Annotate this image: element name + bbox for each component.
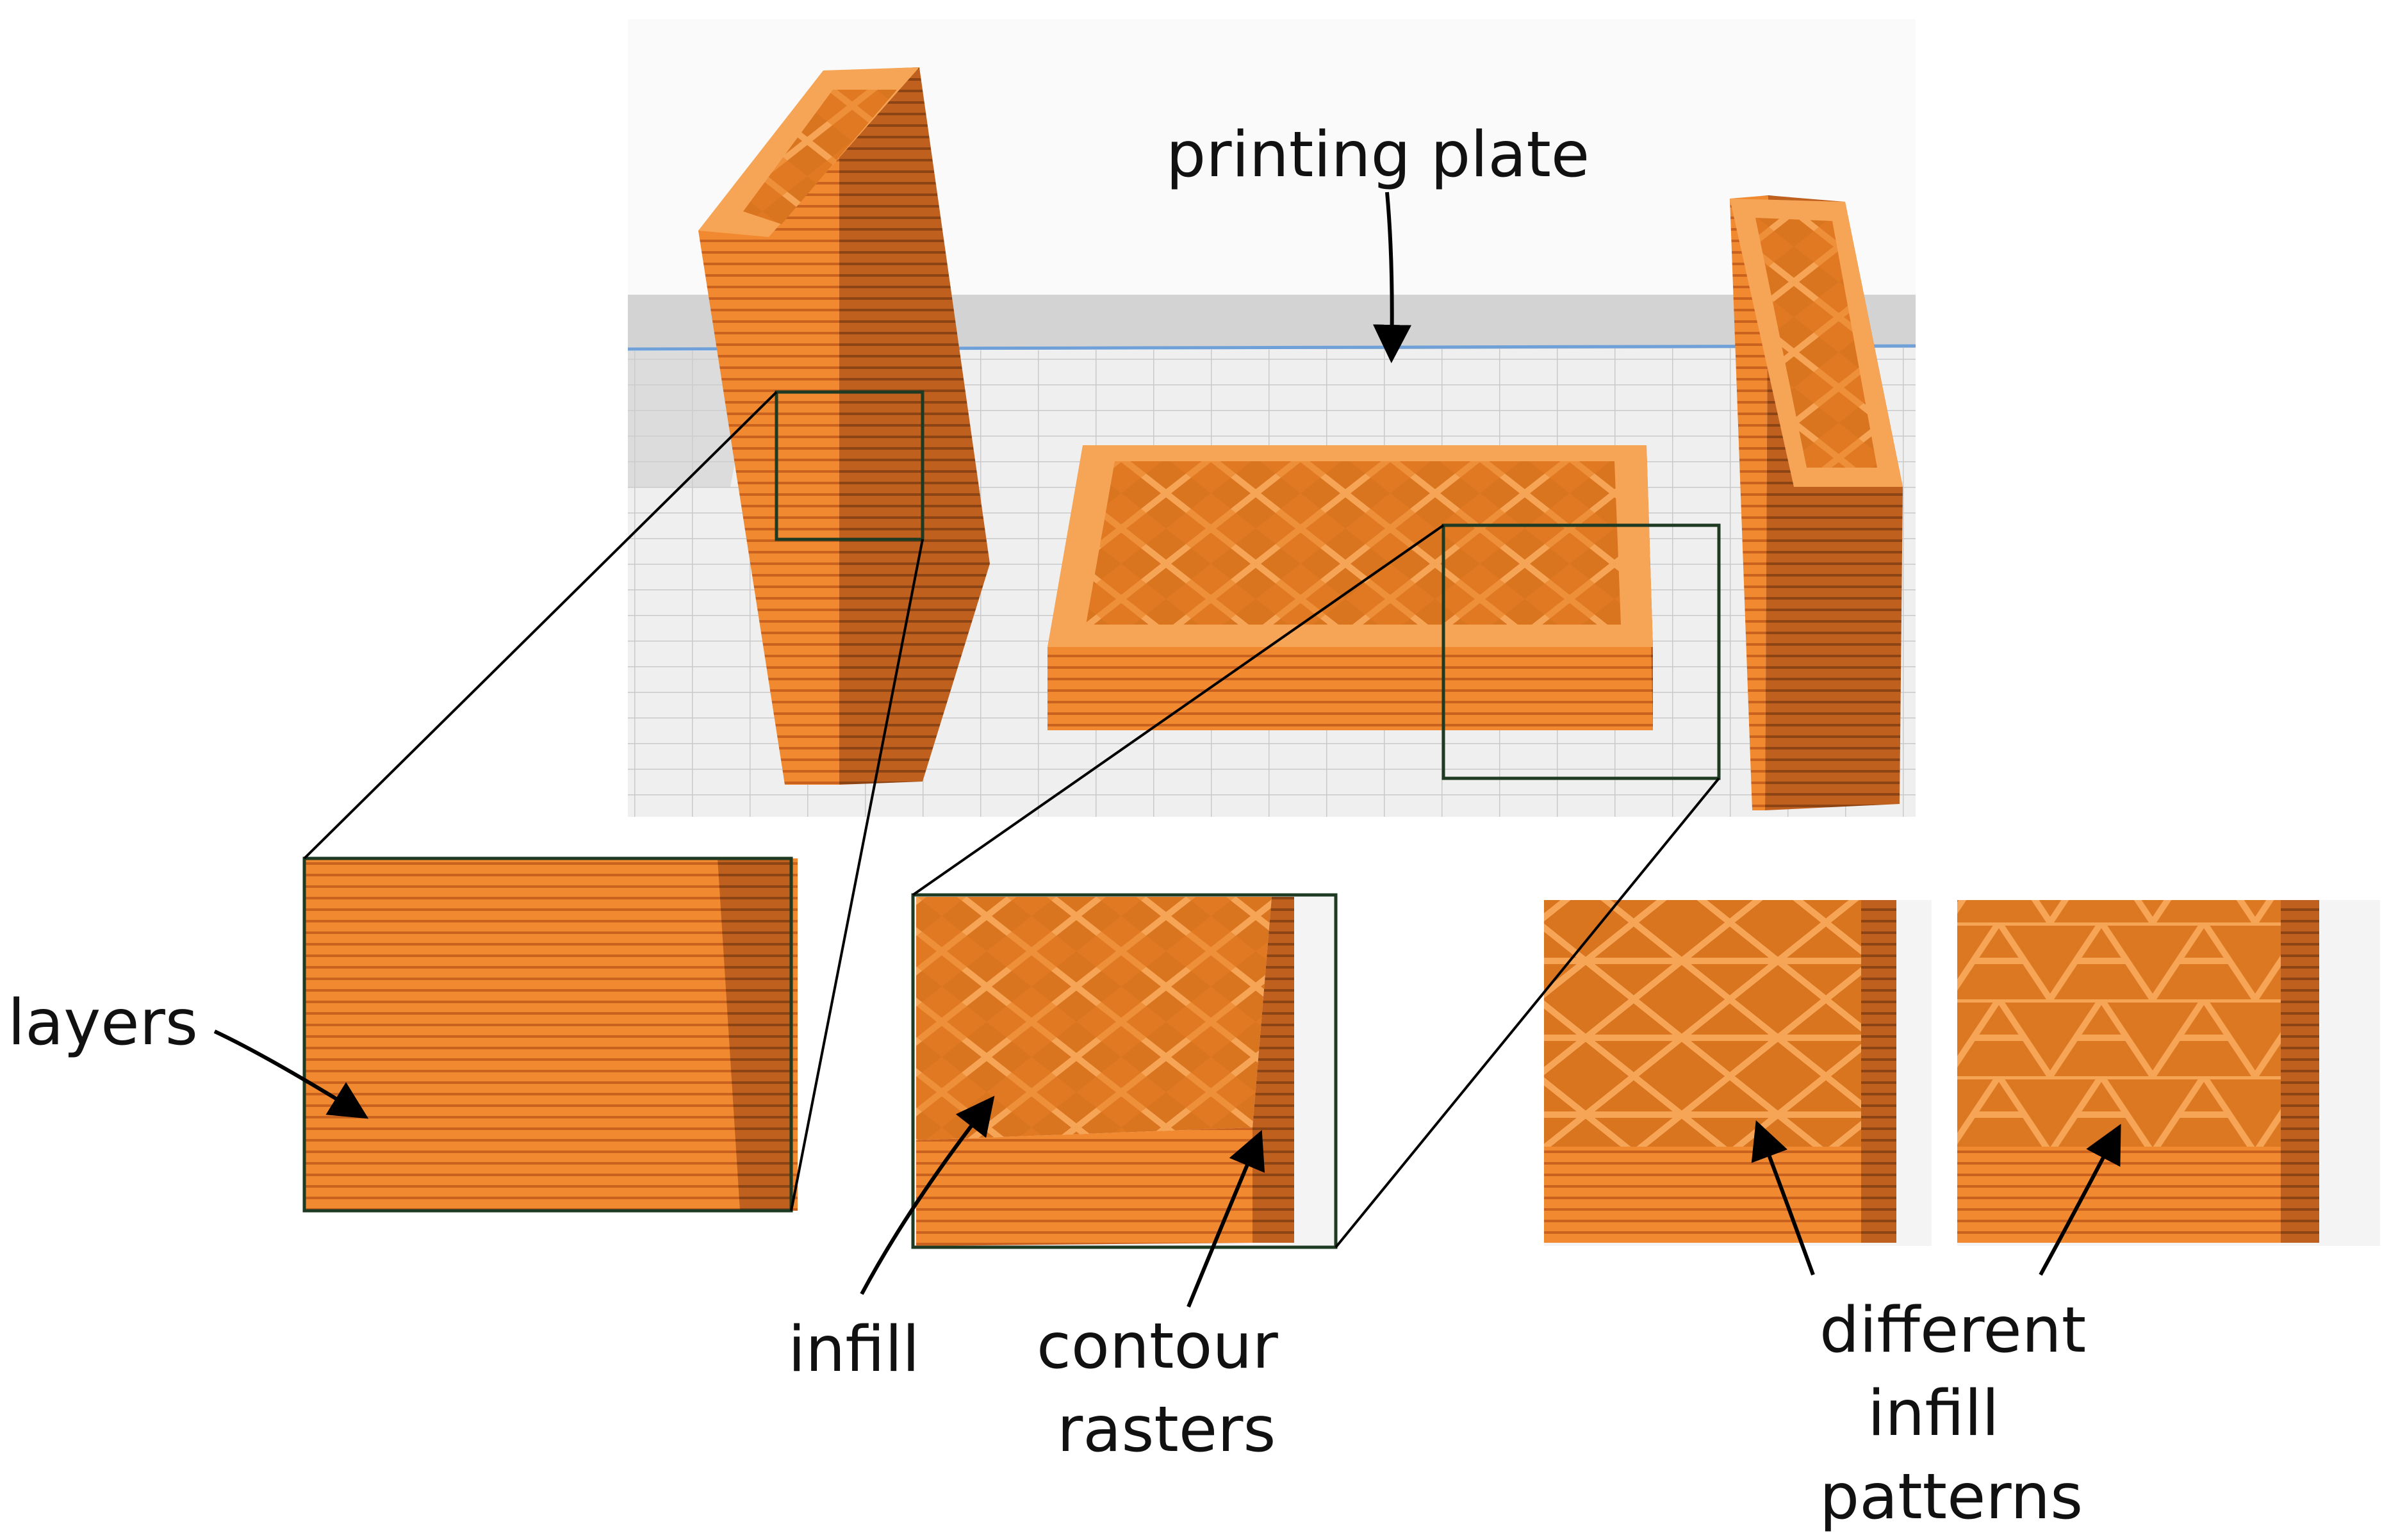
label-different-line3: patterns — [1819, 1461, 2083, 1534]
label-different-line2: infill — [1868, 1377, 2000, 1450]
inset-pattern-b-contour-front — [1957, 1147, 2281, 1243]
inset-pattern-a-contour-right — [1861, 900, 1896, 1243]
inset-infill-contour — [913, 895, 1336, 1247]
inset-pattern-b — [1957, 900, 2380, 1246]
inset-infill-grid — [916, 897, 1272, 1140]
label-layers: layers — [8, 987, 198, 1060]
label-contour-rasters-line1: contour — [1037, 1310, 1278, 1383]
inset-pattern-b-infill — [1957, 900, 2281, 1147]
label-contour-rasters-line2: rasters — [1057, 1393, 1276, 1466]
label-printing-plate: printing plate — [1166, 119, 1589, 192]
inset-pattern-b-contour-right — [2281, 900, 2319, 1243]
inset-layers — [304, 858, 798, 1211]
label-different-line1: different — [1819, 1294, 2086, 1367]
center-tray-infill — [1086, 461, 1621, 625]
label-infill: infill — [788, 1313, 920, 1386]
center-tray-part — [1047, 445, 1653, 730]
inset-pattern-a-infill — [1544, 900, 1861, 1147]
center-tray-front — [1047, 647, 1653, 730]
inset-contour-front — [916, 1127, 1253, 1246]
inset-pattern-a — [1544, 900, 1932, 1246]
inset-pattern-a-contour-front — [1544, 1147, 1861, 1243]
